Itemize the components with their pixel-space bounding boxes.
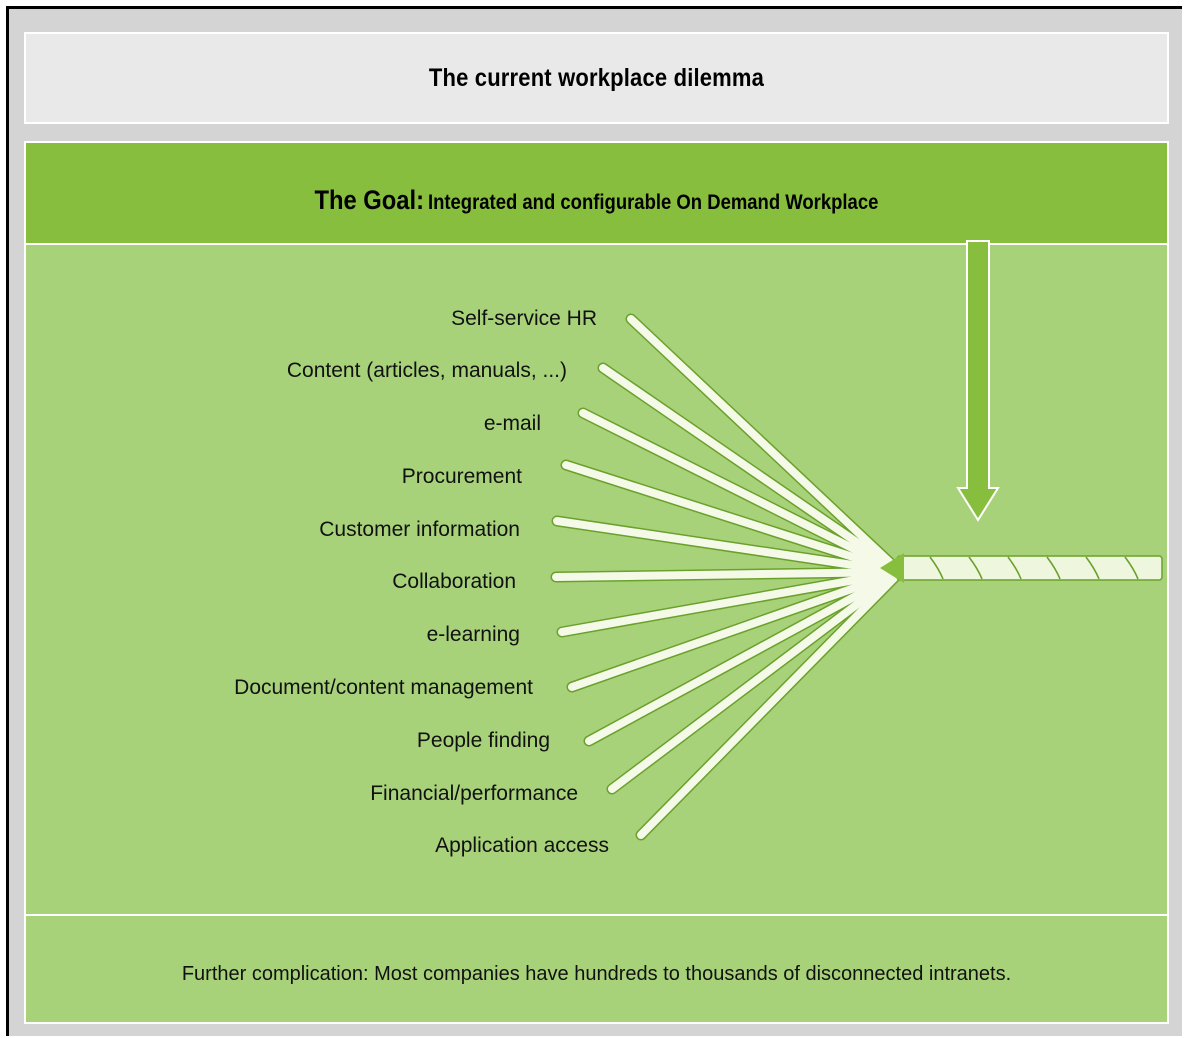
bottom-divider: [26, 914, 1167, 916]
item-label-content: Content (articles, manuals, ...): [286, 359, 567, 382]
complication-text: Further complication: Most companies hav…: [181, 963, 1012, 985]
item-label-document-management: Document/content management: [234, 676, 533, 699]
item-label-email: e-mail: [483, 412, 541, 435]
item-label-people-finding: People finding: [416, 729, 550, 752]
item-label-customer-information: Customer information: [319, 518, 520, 541]
item-label-financial-performance: Financial/performance: [370, 782, 578, 805]
page-title: The current workplace dilemma: [428, 63, 765, 92]
item-label-self-service-hr: Self-service HR: [451, 307, 597, 330]
goal-line: The Goal: Integrated and configurable On…: [26, 185, 1167, 216]
title-box: The current workplace dilemma: [24, 32, 1169, 124]
goal-text: Integrated and configurable On Demand Wo…: [428, 191, 879, 214]
goal-bar: The Goal: Integrated and configurable On…: [26, 143, 1167, 245]
green-panel: The Goal: Integrated and configurable On…: [24, 141, 1169, 1024]
item-label-collaboration: Collaboration: [392, 570, 516, 593]
item-label-e-learning: e-learning: [426, 623, 520, 646]
goal-prefix: The Goal:: [314, 185, 425, 215]
item-label-procurement: Procurement: [401, 465, 522, 488]
item-label-application-access: Application access: [435, 834, 609, 857]
